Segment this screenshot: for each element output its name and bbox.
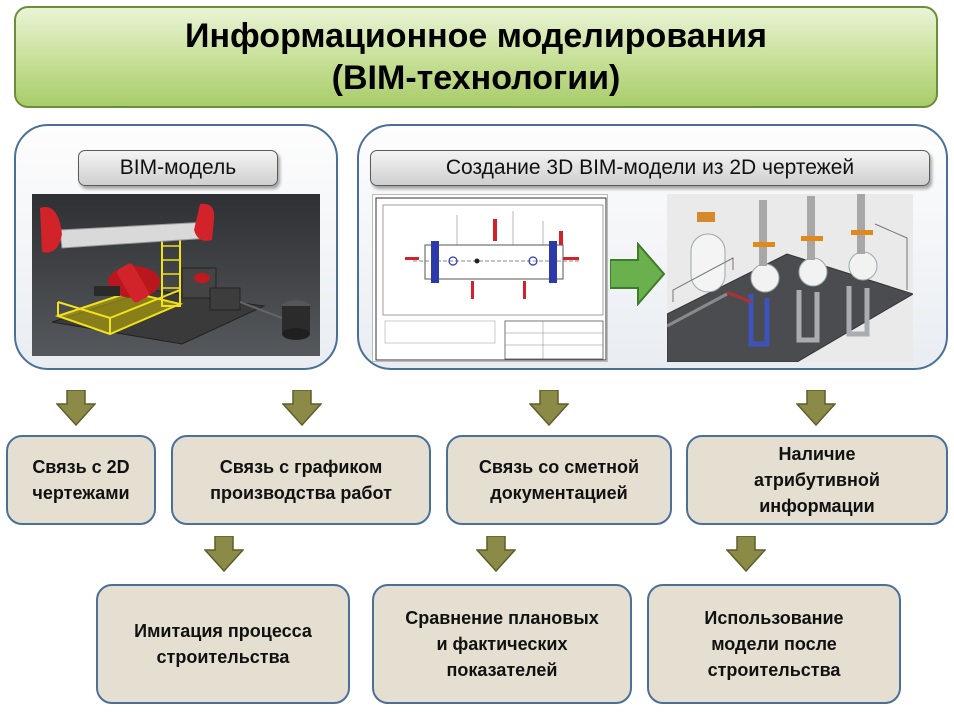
box-line: производства работ	[210, 483, 392, 503]
bim-model-label: BIM-модель	[78, 150, 278, 186]
box-line: Наличие	[778, 444, 856, 464]
plan-vs-fact-box: Сравнение плановых и фактических показател…	[372, 584, 632, 704]
3d-piping-model-icon	[667, 194, 913, 362]
attribute-info-box: Наличие атрибутивной информации	[686, 435, 948, 525]
link-2d-drawings-box: Связь с 2D чертежами	[6, 435, 156, 525]
title-banner: Информационное моделирования (BIM-технол…	[14, 6, 938, 108]
post-construction-use-box: Использование модели после строительства	[647, 584, 901, 704]
down-arrow-icon	[55, 389, 97, 427]
box-line: и фактических	[436, 634, 568, 654]
down-arrow-icon	[475, 535, 517, 573]
bim-creation-label: Создание 3D BIM-модели из 2D чертежей	[370, 150, 930, 186]
box-line: документацией	[490, 483, 628, 503]
down-arrow-icon	[725, 535, 767, 573]
down-arrow-icon	[203, 535, 245, 573]
title-line-2: (BIM-технологии)	[331, 59, 621, 97]
box-line: Использование	[704, 608, 844, 628]
box-line: Сравнение плановых	[405, 608, 599, 628]
down-arrow-icon	[795, 389, 837, 427]
box-line: показателей	[446, 660, 558, 680]
2d-drawing-icon	[372, 194, 608, 362]
box-line: строительства	[707, 660, 841, 680]
link-estimate-box: Связь со сметной документацией	[446, 435, 672, 525]
box-line: чертежами	[32, 483, 130, 503]
title-line-1: Информационное моделирования	[185, 17, 767, 55]
box-line: строительства	[156, 647, 290, 667]
green-right-arrow-icon	[609, 241, 666, 307]
box-line: Имитация процесса	[134, 621, 312, 641]
link-schedule-box: Связь с графиком производства работ	[171, 435, 431, 525]
construction-simulation-box: Имитация процесса строительства	[96, 584, 350, 704]
down-arrow-icon	[528, 389, 570, 427]
box-line: Связь с 2D	[32, 457, 130, 477]
box-line: информации	[759, 496, 875, 516]
down-arrow-icon	[281, 389, 323, 427]
box-line: Связь со сметной	[478, 457, 640, 477]
box-line: Связь с графиком	[219, 457, 383, 477]
pump-jack-3d-model-icon	[32, 194, 320, 356]
box-line: атрибутивной	[754, 470, 880, 490]
box-line: модели после	[711, 634, 837, 654]
